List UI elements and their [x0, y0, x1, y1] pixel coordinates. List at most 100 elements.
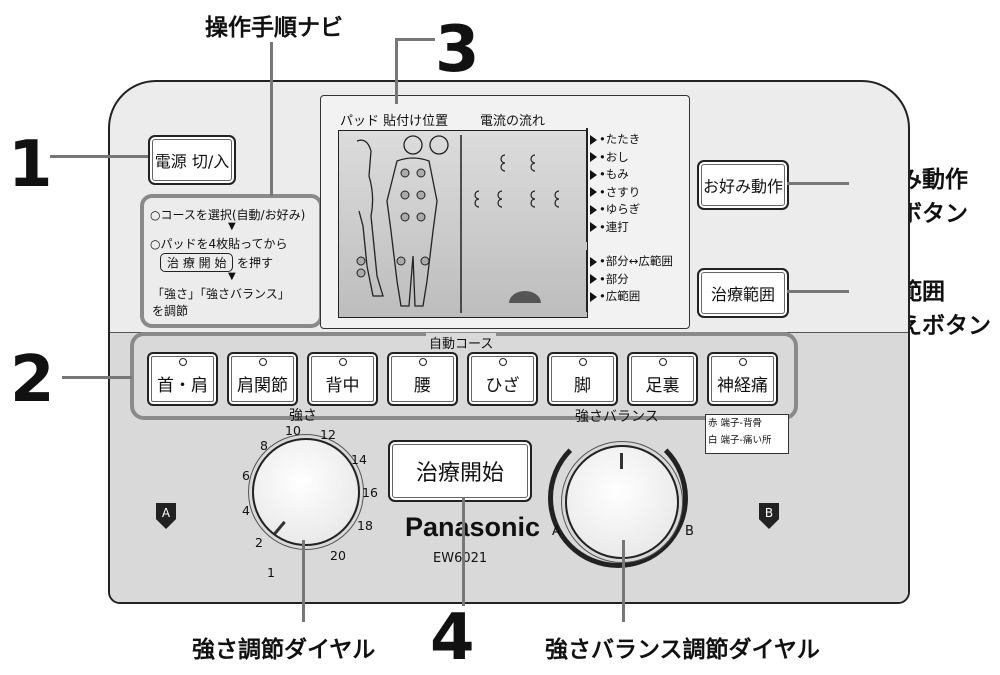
pad-marker: [396, 256, 406, 266]
mode-item: •たたき: [590, 131, 640, 149]
leader-line-4: [462, 498, 465, 606]
triangle-icon: [590, 274, 597, 284]
pad-marker: [416, 168, 426, 178]
nav-guide-callout: 操作手順ナビ: [205, 15, 343, 41]
navi-step2: ○パッドを4枚貼ってから: [150, 237, 288, 251]
flow-icon: [500, 154, 506, 172]
strength-tick: 14: [351, 452, 367, 467]
balance-b-label: B: [685, 524, 694, 539]
back-body-outline: [386, 157, 438, 307]
terminal-note: 赤 端子-背骨 白 端子-痛い所: [705, 414, 789, 454]
callout-number-4: 4: [430, 601, 475, 675]
pad-markers: [356, 168, 430, 278]
leader-line-balance: [622, 540, 625, 622]
mode-item: •さすり: [590, 184, 640, 202]
pad-marker: [420, 256, 430, 266]
current-flow-icons: [474, 154, 560, 208]
range-item: •部分: [590, 271, 673, 289]
terminal-note-white: 白 端子-痛い所: [708, 435, 772, 446]
strength-tick: 12: [320, 427, 336, 442]
strength-dial[interactable]: [252, 438, 360, 546]
indicator-led: [498, 358, 507, 366]
course-button-back[interactable]: 背中: [307, 352, 378, 406]
triangle-icon: [590, 152, 597, 162]
model-number: EW6021: [433, 551, 488, 566]
course-button-leg[interactable]: 脚: [547, 352, 618, 406]
navi-step2-suffix: を押す: [237, 256, 274, 270]
balance-arc: [548, 428, 688, 568]
triangle-icon: [590, 134, 597, 145]
lcd-screen: [338, 130, 588, 318]
triangle-icon: [590, 187, 597, 197]
indicator-led: [578, 358, 587, 366]
course-button-neck-shoulder[interactable]: 首・肩: [147, 352, 218, 406]
leader-line-strength: [302, 540, 305, 622]
leader-line-3-vertical: [395, 38, 398, 104]
strength-tick: 18: [357, 518, 373, 533]
strength-tick: 4: [242, 503, 250, 518]
pad-marker: [416, 212, 426, 222]
indicator-led: [658, 358, 667, 366]
strength-tick: 10: [285, 423, 301, 438]
auto-course-title: 自動コース: [426, 333, 497, 352]
power-button[interactable]: 電源 切/入: [148, 135, 236, 185]
leader-line-3-horizontal: [395, 38, 435, 41]
range-item: •部分↔広範囲: [590, 253, 673, 271]
range-list: •部分↔広範囲 •部分 •広範囲: [590, 253, 673, 306]
navi-step3a: 「強さ」「強さバランス」: [152, 287, 290, 301]
indicator-led: [258, 358, 267, 366]
leader-line-1: [50, 155, 148, 158]
strength-tick: 2: [255, 535, 263, 550]
leader-line-2: [62, 376, 132, 379]
leader-line-fav: [787, 182, 849, 185]
flow-icon: [530, 190, 536, 208]
range-list-box: •部分↔広範囲 •部分 •広範囲: [586, 250, 688, 312]
leader-line-navi: [270, 42, 273, 196]
treatment-range-button[interactable]: 治療範囲: [697, 268, 789, 318]
strength-tick: 1: [267, 565, 275, 580]
navi-arrow-2: ▼: [228, 271, 236, 282]
course-button-lower-back[interactable]: 腰: [387, 352, 458, 406]
front-head-outline: [429, 135, 449, 155]
pad-marker: [400, 168, 410, 178]
lcd-current-flow-label: 電流の流れ: [480, 114, 546, 129]
pad-marker: [400, 190, 410, 200]
pad-marker: [356, 256, 366, 266]
balance-a-label: A: [552, 524, 561, 539]
port-b-indicator: B: [759, 503, 779, 529]
mode-list: •たたき •おし •もみ •さすり •ゆらぎ •連打: [590, 131, 640, 236]
pad-marker: [400, 212, 410, 222]
course-button-shoulder-joint[interactable]: 肩関節: [227, 352, 298, 406]
course-button-knee[interactable]: ひざ: [467, 352, 538, 406]
leader-line-range: [787, 290, 849, 293]
strength-tick: 6: [242, 468, 250, 483]
callout-number-3: 3: [435, 13, 480, 87]
course-button-neuralgia[interactable]: 神経痛: [707, 352, 778, 406]
triangle-icon: [590, 222, 597, 232]
flow-icon: [497, 190, 503, 208]
brand-logo: Panasonic: [405, 512, 541, 542]
flow-icon: [554, 190, 560, 208]
favorite-mode-button[interactable]: お好み動作: [697, 160, 789, 210]
strength-tick: 16: [362, 485, 378, 500]
navi-arrow-1: ▼: [228, 221, 236, 232]
strength-dial-pointer: [273, 520, 286, 536]
indicator-led: [738, 358, 747, 366]
body-figures: [356, 135, 449, 307]
back-head-outline: [403, 135, 423, 155]
mode-item: •おし: [590, 149, 640, 167]
mode-item: •連打: [590, 219, 640, 237]
triangle-icon: [590, 256, 597, 267]
balance-dial-callout: 強さバランス調節ダイヤル: [545, 637, 820, 663]
mode-item: •もみ: [590, 166, 640, 184]
side-body-outline: [356, 139, 384, 297]
start-treatment-button[interactable]: 治療開始: [388, 440, 532, 502]
course-button-sole[interactable]: 足裏: [627, 352, 698, 406]
triangle-icon: [590, 204, 597, 215]
triangle-icon: [590, 169, 597, 180]
lcd-graphic: [356, 135, 560, 313]
callout-number-1: 1: [8, 128, 53, 202]
strength-tick: 8: [260, 438, 268, 453]
range-item: •広範囲: [590, 288, 673, 306]
terminal-note-red: 赤 端子-背骨: [708, 418, 762, 429]
